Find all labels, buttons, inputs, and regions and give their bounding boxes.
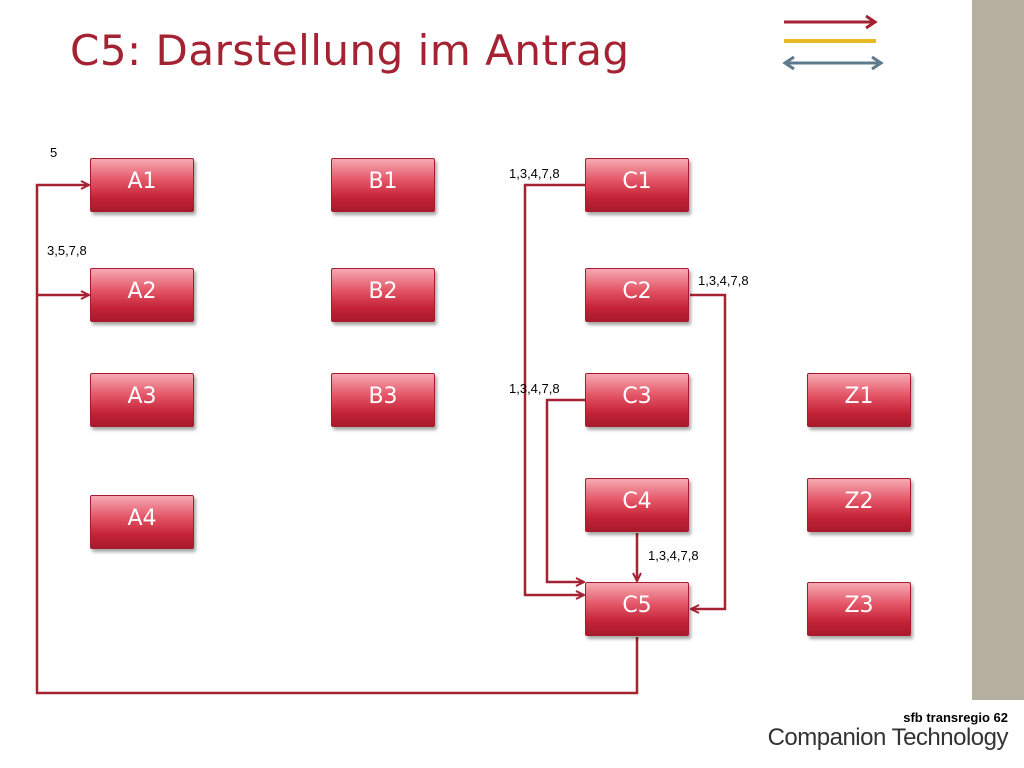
- edge-label-c4-c5: 1,3,4,7,8: [648, 548, 699, 563]
- footer-org: sfb transregio 62: [903, 710, 1008, 725]
- node-b3: B3: [331, 373, 435, 427]
- node-z3: Z3: [807, 582, 911, 636]
- node-c5: C5: [585, 582, 689, 636]
- edge-label-c5-a2: 3,5,7,8: [47, 243, 87, 258]
- slide-title: C5: Darstellung im Antrag: [70, 26, 630, 75]
- edge-c1-to-c5: [523, 183, 585, 595]
- node-c1: C1: [585, 158, 689, 212]
- node-a4: A4: [90, 495, 194, 549]
- node-b1: B1: [331, 158, 435, 212]
- node-b2: B2: [331, 268, 435, 322]
- edge-label-c2-c5: 1,3,4,7,8: [698, 273, 749, 288]
- node-c3: C3: [585, 373, 689, 427]
- node-z1: Z1: [807, 373, 911, 427]
- node-c4: C4: [585, 478, 689, 532]
- node-a3: A3: [90, 373, 194, 427]
- side-bar: [972, 0, 1024, 700]
- legend-arrows-icon: [782, 14, 884, 71]
- node-a1: A1: [90, 158, 194, 212]
- node-c2: C2: [585, 268, 689, 322]
- edge-label-c5-a1: 5: [50, 145, 58, 160]
- edge-label-c3-c5: 1,3,4,7,8: [509, 381, 560, 396]
- edge-c3-to-c5: [545, 398, 585, 582]
- node-a2: A2: [90, 268, 194, 322]
- edge-c2-to-c5: [690, 293, 727, 609]
- edge-c5-to-a1: [35, 185, 639, 695]
- node-z2: Z2: [807, 478, 911, 532]
- edge-label-c1-c5: 1,3,4,7,8: [509, 166, 560, 181]
- footer-brand-logo: Companion Technology: [767, 724, 1009, 751]
